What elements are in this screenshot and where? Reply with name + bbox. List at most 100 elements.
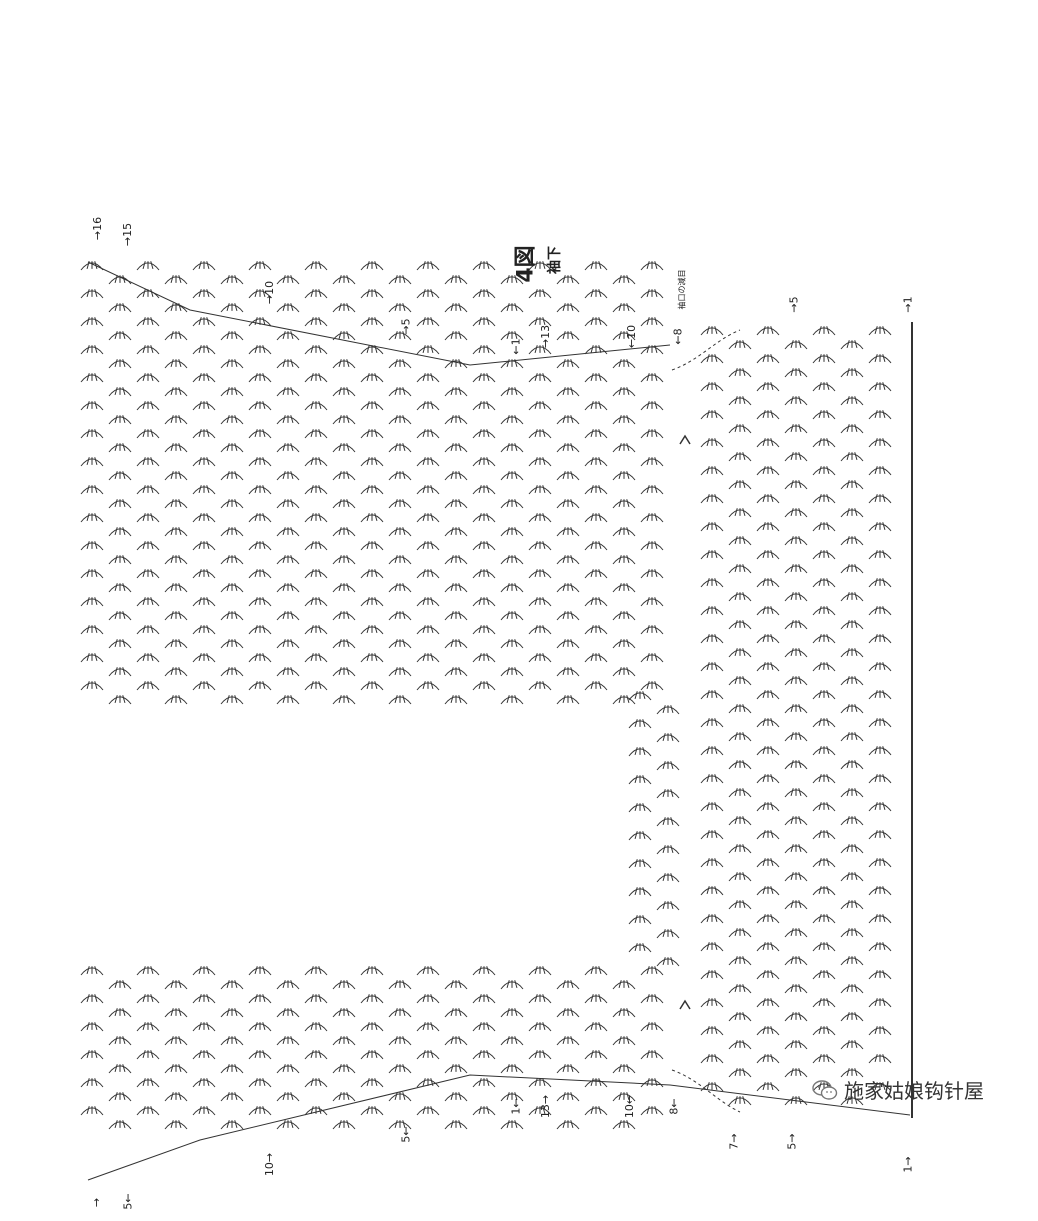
stitch-mark xyxy=(178,275,182,284)
stitch-mark xyxy=(422,289,426,298)
stitch-mark xyxy=(562,303,566,312)
stitch-mark xyxy=(854,900,858,909)
stitch-mark xyxy=(798,452,802,461)
stitch-mark xyxy=(114,443,118,452)
stitch-mark xyxy=(542,429,546,438)
stitch-mark xyxy=(798,564,802,573)
stitch-mark xyxy=(142,994,146,1003)
stitch-mark xyxy=(86,345,90,354)
stitch-mark xyxy=(450,303,454,312)
stitch-mark xyxy=(626,415,630,424)
stitch-mark xyxy=(826,1026,830,1035)
stitch-mark xyxy=(634,691,638,700)
stitch-mark xyxy=(310,994,314,1003)
stitch-mark xyxy=(458,667,462,676)
row-label: 5← xyxy=(399,1126,413,1143)
stitch-mark xyxy=(598,625,602,634)
stitch-mark xyxy=(254,625,258,634)
stitch-mark xyxy=(142,966,146,975)
stitch-mark xyxy=(402,359,406,368)
stitch-mark xyxy=(338,471,342,480)
stitch-mark xyxy=(198,485,202,494)
stitch-mark xyxy=(626,667,630,676)
stitch-mark xyxy=(226,443,230,452)
stitch-mark xyxy=(170,387,174,396)
stitch-mark xyxy=(262,569,266,578)
stitch-mark xyxy=(654,966,658,975)
stitch-mark xyxy=(282,415,286,424)
stitch-mark xyxy=(142,1022,146,1031)
stitch-mark xyxy=(626,1064,630,1073)
stitch-mark xyxy=(634,775,638,784)
stitch-mark xyxy=(394,499,398,508)
stitch-mark xyxy=(458,275,462,284)
stitch-mark xyxy=(818,410,822,419)
stitch-mark xyxy=(142,597,146,606)
stitch-mark xyxy=(366,681,370,690)
stitch-mark xyxy=(318,994,322,1003)
stitch-mark xyxy=(618,555,622,564)
stitch-mark xyxy=(706,410,710,419)
stitch-mark xyxy=(262,625,266,634)
row-label: →13 xyxy=(539,324,553,349)
stitch-mark xyxy=(846,900,850,909)
stitch-mark xyxy=(534,261,538,270)
stitch-mark xyxy=(790,760,794,769)
stitch-mark xyxy=(790,592,794,601)
stitch-mark xyxy=(150,485,154,494)
stitch-mark xyxy=(562,1064,566,1073)
stitch-mark xyxy=(422,1078,426,1087)
stitch-mark xyxy=(506,583,510,592)
stitch-mark xyxy=(534,625,538,634)
stitch-mark xyxy=(826,578,830,587)
stitch-mark xyxy=(478,289,482,298)
stitch-mark xyxy=(706,494,710,503)
stitch-mark xyxy=(646,317,650,326)
stitch-mark xyxy=(882,746,886,755)
stitch-mark xyxy=(366,317,370,326)
stitch-mark xyxy=(770,942,774,951)
stitch-mark xyxy=(430,401,434,410)
stitch-mark xyxy=(94,653,98,662)
stitch-mark xyxy=(762,354,766,363)
stitch-mark xyxy=(402,275,406,284)
stitch-mark xyxy=(762,410,766,419)
stitch-mark xyxy=(742,424,746,433)
stitch-mark xyxy=(514,303,518,312)
stitch-mark xyxy=(770,354,774,363)
stitch-mark xyxy=(706,662,710,671)
stitch-mark xyxy=(254,597,258,606)
stitch-mark xyxy=(206,625,210,634)
stitch-mark xyxy=(94,513,98,522)
stitch-mark xyxy=(142,681,146,690)
stitch-mark xyxy=(542,513,546,522)
stitch-mark xyxy=(150,261,154,270)
stitch-mark xyxy=(770,578,774,587)
stitch-mark xyxy=(178,980,182,989)
stitch-mark xyxy=(706,998,710,1007)
stitch-mark xyxy=(654,625,658,634)
stitch-mark xyxy=(598,485,602,494)
stitch-mark xyxy=(770,438,774,447)
stitch-mark xyxy=(402,1120,406,1129)
stitch-mark xyxy=(854,704,858,713)
stitch-mark xyxy=(514,331,518,340)
stitch-mark xyxy=(882,522,886,531)
stitch-mark xyxy=(226,1036,230,1045)
stitch-mark xyxy=(662,929,666,938)
stitch-mark xyxy=(338,387,342,396)
stitch-mark xyxy=(142,373,146,382)
stitch-mark xyxy=(854,452,858,461)
stitch-mark xyxy=(234,527,238,536)
stitch-mark xyxy=(734,536,738,545)
figure-title: 袖下 xyxy=(547,246,563,274)
stitch-mark xyxy=(514,1008,518,1017)
stitch-mark xyxy=(310,485,314,494)
stitch-mark xyxy=(150,1106,154,1115)
stitch-mark xyxy=(854,844,858,853)
stitch-mark xyxy=(262,261,266,270)
stitch-mark xyxy=(450,695,454,704)
row-label: 7→ xyxy=(727,1133,741,1150)
stitch-mark xyxy=(854,536,858,545)
stitch-mark xyxy=(150,569,154,578)
